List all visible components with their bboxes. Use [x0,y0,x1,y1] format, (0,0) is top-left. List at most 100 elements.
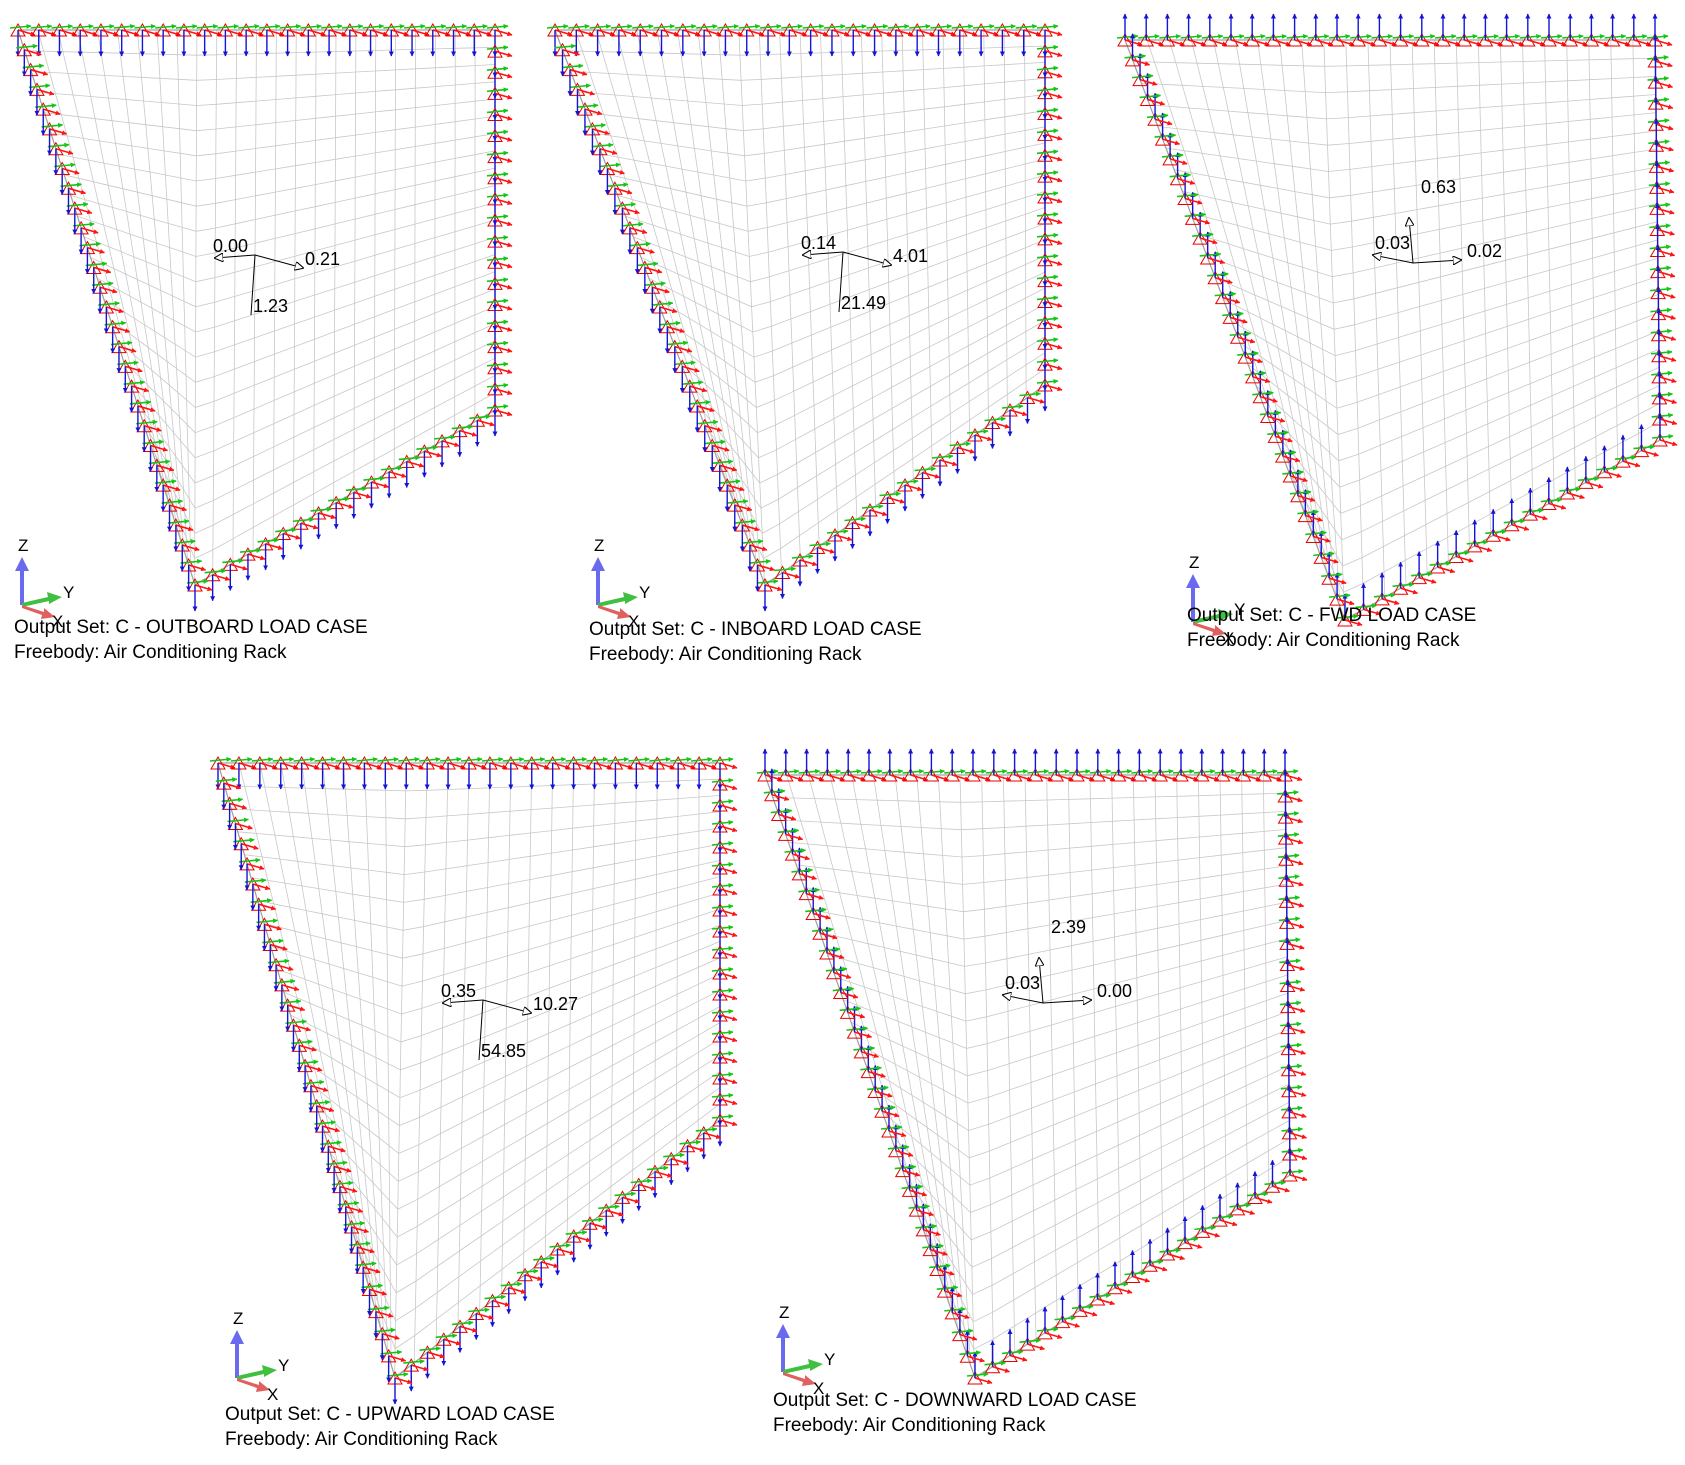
force-arrow-icon [486,129,509,135]
force-arrow-icon [73,221,95,227]
force-arrow-icon [345,1206,364,1213]
force-arrow-icon [92,23,115,29]
force-arrow-icon [339,1185,358,1193]
force-arrow-icon [806,892,824,900]
force-arrow-icon [468,762,487,770]
force-arrow-icon [1237,351,1259,356]
force-arrow-icon [1019,1338,1041,1344]
force-arrow-icon [212,573,231,581]
force-arrow-icon [1477,33,1499,39]
force-arrow-icon [1202,1230,1220,1238]
force-arrow-icon [1647,76,1670,82]
mesh-line [632,762,637,1190]
force-arrow-icon [622,1196,640,1204]
force-arrow-icon [1044,196,1063,204]
force-arrow-icon [1321,572,1343,578]
force-arrow-icon [719,762,738,770]
force-arrow-icon [1540,497,1563,503]
force-arrow-icon [1252,390,1274,396]
constraint-triangle-icon [1006,768,1023,782]
constraint-triangle-icon [1244,33,1261,47]
force-arrow-icon [1006,768,1029,774]
force-arrow-icon [1448,550,1470,556]
force-arrow-icon [24,49,42,56]
force-arrow-icon [860,1065,882,1071]
force-arrow-icon [908,1204,931,1210]
force-arrow-icon [1355,603,1378,609]
force-arrow-icon [1055,774,1074,782]
force-arrow-icon [967,1355,985,1363]
force-arrow-icon [1288,1047,1306,1055]
force-arrow-icon [424,23,447,29]
constraint-triangle-icon [1173,768,1189,782]
force-arrow-icon [573,762,592,770]
force-arrow-icon [951,774,970,782]
mesh-line [779,29,801,560]
force-arrow-icon [316,1105,335,1113]
force-arrow-icon [1282,455,1301,463]
force-arrow-icon [1287,1005,1306,1013]
force-arrow-icon [1548,39,1567,47]
force-arrow-icon [868,774,887,782]
force-arrow-icon [819,932,838,940]
force-arrow-icon [351,1226,370,1234]
triad-y-label: Y [1234,600,1245,619]
force-arrow-icon [1036,253,1059,259]
force-arrow-icon [403,1359,425,1365]
constraint-triangle-icon [1355,602,1372,616]
mesh-line [588,762,595,1225]
force-arrow-icon [1139,78,1158,86]
force-arrow-icon [663,1152,685,1158]
force-arrow-icon [827,774,845,782]
force-arrow-icon [1650,286,1672,292]
constraint-triangle-icon [1267,429,1284,443]
force-arrow-icon [759,23,782,29]
force-arrow-icon [711,798,734,804]
constraint-triangle-icon [1448,549,1465,563]
constraint-triangle-icon [944,768,961,782]
force-arrow-icon [314,1120,336,1126]
constraint-triangle-icon [1223,33,1239,47]
constraint-triangle-icon [1633,443,1650,458]
force-arrow-icon [106,306,124,314]
resultant-left-value: 0.35 [441,981,476,1001]
force-arrow-icon [637,246,655,254]
force-arrow-icon [451,424,474,430]
force-arrow-icon [328,1145,346,1153]
force-arrow-icon [256,918,278,924]
force-arrow-icon [584,122,606,128]
force-arrow-icon [1124,39,1143,47]
force-arrow-icon [453,29,472,37]
mesh-line [929,1156,1291,1350]
force-arrow-icon [174,538,196,544]
force-arrow-icon [1036,128,1059,134]
force-arrow-icon [839,1006,862,1012]
force-arrow-icon [1235,768,1257,774]
mesh-line [136,29,185,551]
force-arrow-icon [1089,768,1112,774]
force-arrow-icon [125,365,143,373]
force-arrow-icon [791,553,814,559]
force-arrow-icon [275,963,294,971]
force-arrow-icon [238,857,261,863]
force-arrow-icon [500,1281,523,1287]
force-arrow-icon [1184,212,1207,218]
force-arrow-icon [1118,774,1137,782]
freebody-label: Freebody: Air Conditioning Rack [225,1429,498,1450]
force-arrow-icon [486,150,509,156]
constraint-triangle-icon [1652,433,1668,447]
force-arrow-icon [1286,921,1305,929]
mesh-line [394,762,407,1377]
mesh-line [1239,294,1659,409]
mesh-line [860,29,876,507]
force-arrow-icon [1035,774,1053,782]
force-arrow-icon [621,221,644,227]
force-arrow-icon [494,367,513,374]
mesh-line [594,110,1046,157]
mesh-line [840,29,858,520]
force-arrow-icon [1036,232,1059,238]
force-arrow-icon [1062,1320,1080,1328]
force-arrow-icon [778,813,797,821]
mesh-line [1389,39,1407,586]
